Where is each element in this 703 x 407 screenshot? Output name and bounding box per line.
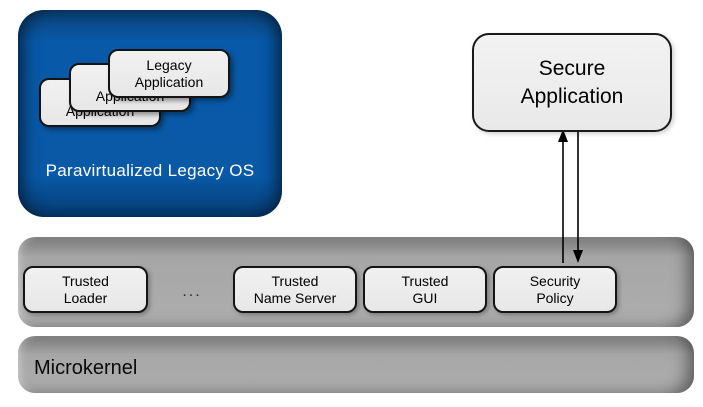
- trusted-loader-label-line2: Loader: [63, 289, 108, 306]
- legacy-application-label-line1: Legacy: [146, 56, 192, 73]
- secure-app-security-policy-arrows: [558, 129, 583, 263]
- security-policy-label-line2: Policy: [536, 289, 574, 306]
- secure-application-label-line1: Secure: [538, 56, 606, 80]
- trusted-gui-label-line2: GUI: [412, 289, 438, 306]
- trusted-loader-label-line1: Trusted: [62, 272, 109, 289]
- security-policy-box: Security Policy: [493, 266, 617, 313]
- microkernel-label: Microkernel: [34, 357, 138, 379]
- legacy-application-label-line2: Application: [134, 73, 204, 90]
- arrow-up: [558, 129, 568, 263]
- trusted-name-server-label-line1: Trusted: [271, 272, 319, 289]
- trusted-gui-label-line1: Trusted: [401, 272, 449, 289]
- secure-application-label-line2: Application: [520, 84, 624, 108]
- trusted-name-server-box: Trusted Name Server: [233, 266, 357, 313]
- trusted-name-server-label-line2: Name Server: [253, 289, 337, 306]
- microkernel-slab: [18, 336, 694, 393]
- secure-application-box: Secure Application: [472, 33, 672, 132]
- arrow-down: [573, 131, 583, 263]
- security-policy-label-line1: Security: [529, 272, 581, 289]
- legacy-os-label: Paravirtualized Legacy OS: [45, 161, 255, 180]
- trusted-gui-box: Trusted GUI: [363, 266, 487, 313]
- trusted-loader-box: Trusted Loader: [23, 266, 148, 313]
- legacy-application-box-front: Legacy Application: [108, 49, 230, 98]
- more-services-ellipsis: ...: [182, 283, 202, 300]
